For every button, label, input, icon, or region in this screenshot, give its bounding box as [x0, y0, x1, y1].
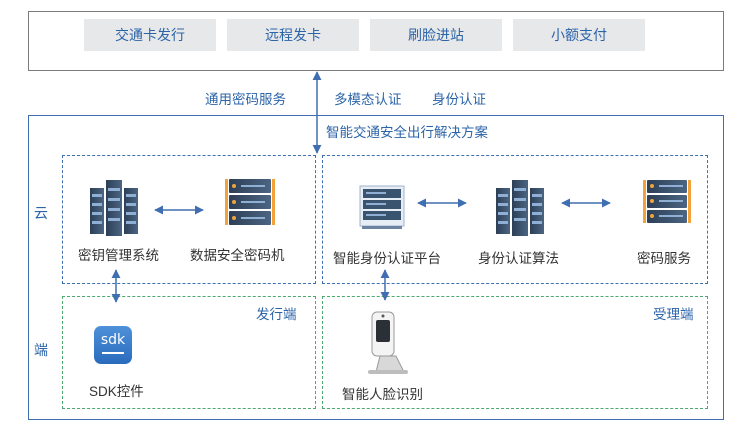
crypto-service-icon [643, 180, 691, 223]
auth-algorithm-label: 身份认证算法 [478, 251, 559, 266]
auth-algorithm-server-icon [496, 180, 544, 236]
app-remote-card-issue[interactable]: 远程发卡 [227, 19, 359, 51]
sdk-icon-underline [102, 352, 124, 354]
sdk-icon-text: sdk [100, 332, 126, 348]
accepting-end-tag: 受理端 [653, 307, 694, 322]
solution-box [28, 115, 724, 420]
app-face-entry[interactable]: 刷脸进站 [370, 19, 502, 51]
key-management-server-icon [90, 180, 138, 236]
end-side-label: 端 [34, 342, 48, 358]
app-micro-payment[interactable]: 小额支付 [513, 19, 645, 51]
data-crypto-machine-icon [225, 179, 275, 225]
crypto-service-label: 密码服务 [637, 251, 691, 266]
service-identity-auth: 身份认证 [432, 92, 486, 107]
data-crypto-machine-label: 数据安全密码机 [190, 248, 285, 263]
key-management-label: 密钥管理系统 [78, 248, 159, 263]
issuing-end-tag: 发行端 [256, 307, 297, 322]
cloud-right-group [322, 155, 708, 284]
sdk-control-label: SDK控件 [89, 384, 144, 399]
issuing-end-group [62, 296, 316, 409]
auth-platform-icon [359, 185, 405, 229]
accepting-end-group [322, 296, 708, 409]
cloud-side-label: 云 [34, 205, 48, 221]
sdk-icon: sdk [94, 326, 132, 364]
app-transit-card-issue[interactable]: 交通卡发行 [84, 19, 216, 51]
face-recognition-label: 智能人脸识别 [342, 387, 423, 402]
cloud-left-group [62, 155, 316, 284]
service-general-crypto: 通用密码服务 [205, 92, 286, 107]
auth-platform-label: 智能身份认证平台 [333, 251, 441, 266]
service-multimodal-auth: 多模态认证 [334, 92, 402, 107]
solution-title: 智能交通安全出行解决方案 [326, 125, 488, 140]
face-recognition-terminal-icon [368, 311, 408, 374]
